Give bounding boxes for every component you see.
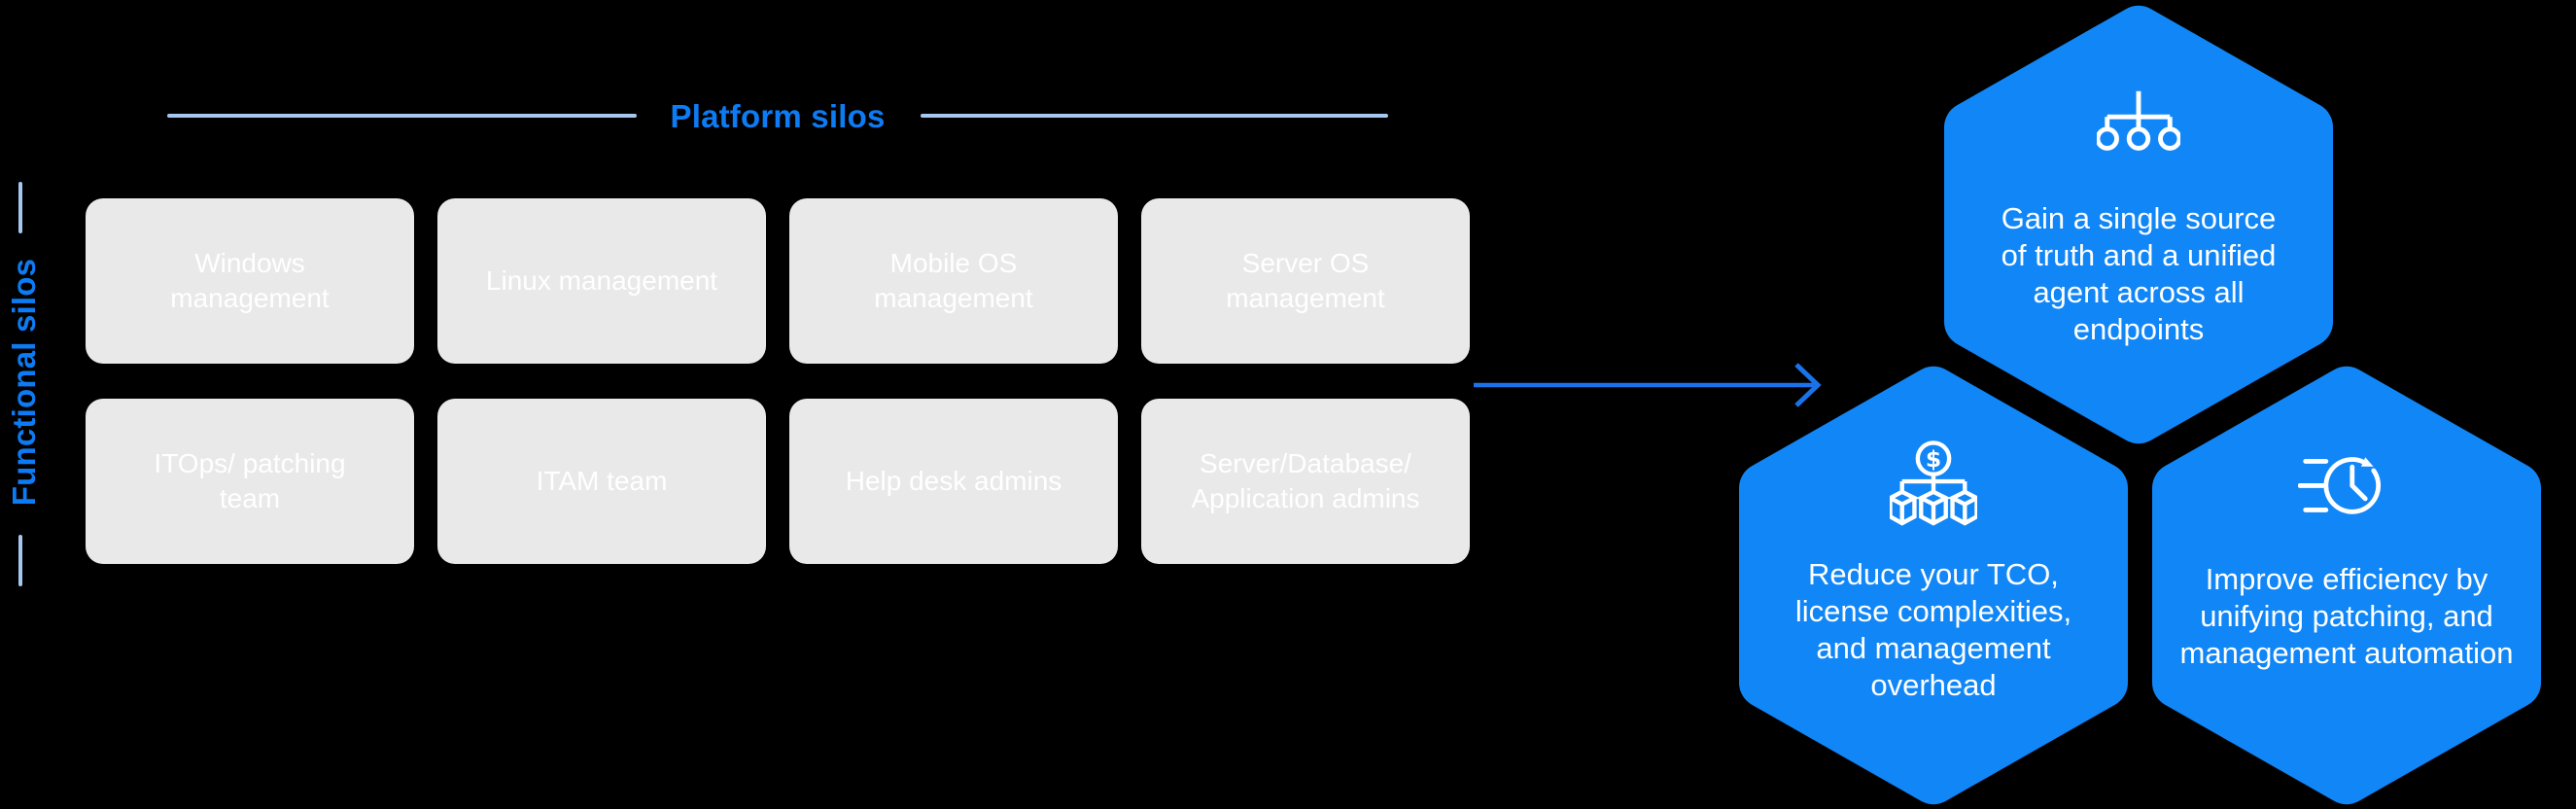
box-label: Linux management (485, 265, 718, 296)
functional-silos-label: Functional silos (6, 258, 42, 507)
hexagon-shape (2152, 366, 2541, 805)
dollar-glyph: $ (1926, 445, 1941, 473)
box-server-database-application-admins: Server/Database/Application admins (1141, 399, 1470, 564)
dollar-cubes-icon: $ (1890, 440, 1977, 526)
box-label: ITAM team (536, 466, 668, 496)
arrow-right-icon (1474, 363, 1822, 407)
box-itam-team: ITAM team (437, 399, 766, 564)
platform-silos-label: Platform silos (670, 98, 886, 134)
box-linux-management: Linux management (437, 198, 766, 364)
functional-silos-line-bottom (18, 535, 22, 586)
speed-clock-icon (2298, 457, 2382, 514)
platform-silos-line-left (167, 114, 637, 118)
box-label: Help desk admins (845, 466, 1062, 496)
hexagon-reduce-tco: $ Reduce your TCO,license complexi (1739, 363, 2128, 808)
platform-silos-line-right (921, 114, 1388, 118)
box-help-desk-admins: Help desk admins (789, 399, 1118, 564)
hexagon-text: Reduce your TCO,license complexities,and… (1794, 557, 2072, 702)
functional-silos-line-top (18, 182, 22, 233)
box-label: Server/Database/Application admins (1191, 448, 1420, 513)
hexagon-shape (1739, 366, 2128, 805)
hierarchy-icon (2097, 90, 2180, 151)
hexagon-shape (1944, 5, 2333, 444)
